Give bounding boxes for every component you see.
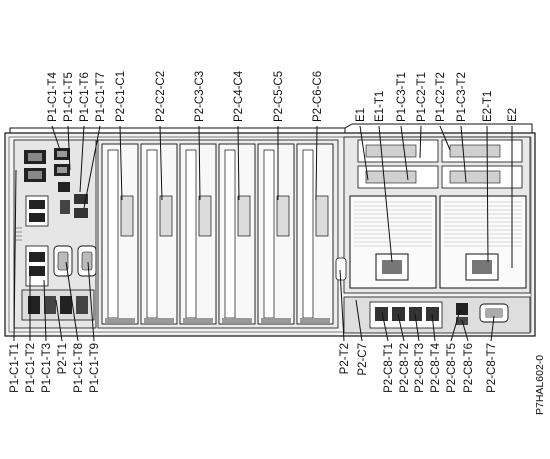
label-top-p2-c5-c5: P2-C5-C5 — [273, 71, 285, 122]
power-supply-area — [343, 136, 531, 294]
leader-bottom-10 — [397, 313, 405, 342]
leader-bottom-5 — [65, 261, 79, 342]
pcie-slot-6 — [296, 143, 334, 325]
leader-top-12 — [378, 125, 393, 263]
label-bottom-p2-c8-t5: P2-C8-T5 — [446, 343, 458, 393]
leader-bottom-8 — [355, 299, 363, 342]
top-callout-labels: P1-C1-T4 P1-C1-T5 P1-C1-T6 P1-C1-T7 P2-C1-C1… — [47, 70, 519, 122]
leader-bottom-7 — [339, 269, 345, 342]
bottom-callout-labels: P1-C1-T1 P1-C1-T2 P1-C1-T3 P2-T1 P1-C1-T8 P1-… — [9, 342, 498, 392]
label-top-p1-c1-t5: P1-C1-T5 — [63, 72, 75, 122]
leader-bottom-4 — [55, 299, 63, 342]
leader-top-15 — [439, 125, 451, 151]
leader-top-5 — [119, 125, 123, 201]
leader-top-17 — [486, 125, 489, 263]
leader-top-3 — [79, 125, 85, 193]
figure-code: P7HAL602-0 — [534, 355, 546, 415]
leader-bottom-1 — [13, 169, 17, 342]
label-bottom-p2-c8-t1: P2-C8-T1 — [383, 343, 395, 393]
label-bottom-p1-c1-t8: P1-C1-T8 — [73, 343, 85, 393]
label-top-p1-c2-t1: P1-C2-T1 — [416, 72, 428, 122]
leader-top-6 — [159, 125, 163, 201]
leader-bottom-9 — [381, 311, 389, 342]
leader-bottom-15 — [490, 315, 495, 342]
leader-top-1 — [51, 125, 61, 151]
label-bottom-p1-c1-t1: P1-C1-T1 — [9, 343, 21, 393]
leader-top-16 — [460, 125, 467, 183]
label-top-p1-c3-t1: P1-C3-T1 — [396, 72, 408, 122]
leader-top-7 — [198, 125, 201, 201]
pcie-slot-2 — [140, 143, 178, 325]
label-top-e2: E2 — [507, 108, 519, 122]
leader-top-10 — [315, 125, 318, 201]
leader-lines — [13, 125, 513, 342]
leader-bottom-3 — [43, 279, 47, 342]
label-top-p2-c3-c3: P2-C3-C3 — [194, 71, 206, 122]
pcie-slot-5 — [257, 143, 295, 325]
leader-top-4 — [83, 125, 101, 209]
label-bottom-p2-c8-t7: P2-C8-T7 — [486, 343, 498, 393]
label-bottom-p2-t2: P2-T2 — [339, 343, 351, 374]
leader-bottom-14 — [461, 319, 469, 342]
label-top-p1-c3-t2: P1-C3-T2 — [456, 72, 468, 122]
label-bottom-p2-c8-t3: P2-C8-T3 — [414, 343, 426, 393]
pcie-slot-4 — [218, 143, 256, 325]
label-top-p1-c1-t7: P1-C1-T7 — [95, 72, 107, 122]
leader-top-8 — [237, 125, 240, 201]
leader-bottom-6 — [87, 261, 95, 342]
leader-top-11 — [359, 125, 369, 181]
leader-bottom-11 — [414, 313, 420, 342]
leader-top-2 — [67, 125, 71, 171]
label-top-p1-c1-t4: P1-C1-T4 — [47, 72, 59, 122]
leader-top-14 — [419, 125, 422, 159]
label-top-p2-c6-c6: P2-C6-C6 — [312, 71, 324, 122]
label-top-p1-c2-t2: P1-C2-T2 — [435, 72, 447, 122]
label-top-p2-c4-c4: P2-C4-C4 — [233, 70, 245, 122]
label-top-p2-c2-c2: P2-C2-C2 — [155, 71, 167, 122]
label-bottom-p2-c8-t4: P2-C8-T4 — [430, 342, 442, 392]
pcie-slot-3 — [179, 143, 217, 325]
label-bottom-p1-c1-t9: P1-C1-T9 — [89, 343, 101, 393]
label-top-p1-c1-t6: P1-C1-T6 — [79, 72, 91, 122]
label-top-e2-t1: E2-T1 — [482, 91, 494, 122]
label-bottom-p1-c1-t3: P1-C1-T3 — [41, 343, 53, 393]
left-connector-panel — [13, 139, 97, 329]
label-bottom-p2-c8-t6: P2-C8-T6 — [463, 343, 475, 393]
label-bottom-p2-c7: P2-C7 — [357, 343, 369, 376]
pcie-slot-1 — [101, 143, 139, 325]
leader-bottom-13 — [450, 309, 461, 342]
label-top-e1: E1 — [355, 108, 367, 122]
label-bottom-p2-t1: P2-T1 — [57, 343, 69, 374]
leader-bottom-12 — [431, 313, 436, 342]
label-bottom-p1-c1-t2: P1-C1-T2 — [25, 343, 37, 393]
label-top-e1-t1: E1-T1 — [374, 91, 386, 122]
leader-top-13 — [400, 125, 409, 181]
label-top-p2-c1-c1: P2-C1-C1 — [115, 71, 127, 122]
label-bottom-p2-c8-t2: P2-C8-T2 — [399, 343, 411, 393]
